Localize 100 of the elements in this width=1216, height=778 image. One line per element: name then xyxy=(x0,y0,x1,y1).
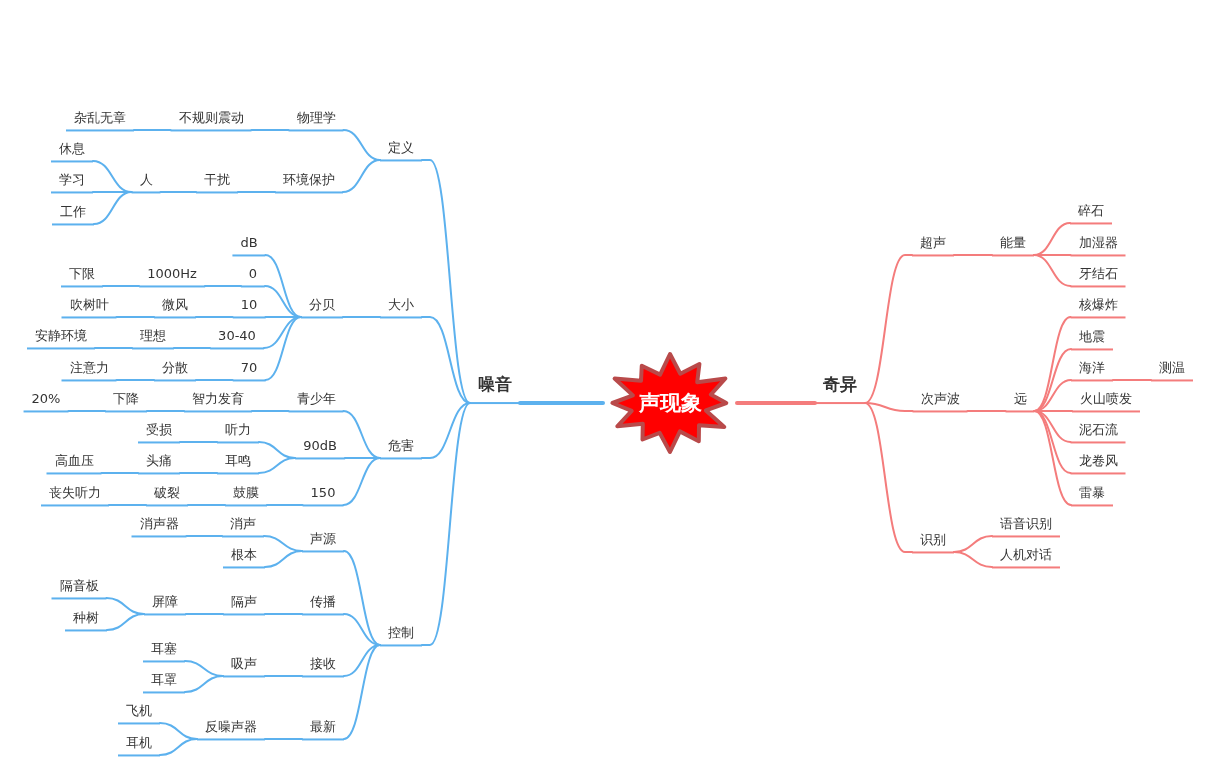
subtopic: 下限 xyxy=(61,265,103,287)
subtopic: 传播 xyxy=(302,593,344,615)
subtopic: 学习 xyxy=(51,171,93,193)
branch-line xyxy=(1033,254,1072,287)
subtopic: 注意力 xyxy=(61,359,117,381)
branch-line xyxy=(1112,379,1152,381)
branch-line xyxy=(187,504,226,506)
branch-line xyxy=(250,129,290,131)
subtopic: 火山喷发 xyxy=(1072,390,1140,412)
subtopic: 鼓膜 xyxy=(225,484,267,506)
subtopic: 吹树叶 xyxy=(61,296,117,318)
subtopic: 大小 xyxy=(380,296,422,318)
main-topic: 噪音 xyxy=(470,373,520,404)
branch-line xyxy=(108,504,147,506)
subtopic: 听力 xyxy=(217,421,259,443)
branch-line xyxy=(146,410,185,412)
subtopic: 吸声 xyxy=(223,655,265,677)
subtopic: 种树 xyxy=(65,609,107,631)
branch-line xyxy=(195,316,234,318)
branch-line xyxy=(263,316,302,349)
subtopic: 识别 xyxy=(912,531,954,553)
branch-line xyxy=(106,613,145,631)
branch-line xyxy=(133,129,172,131)
subtopic: 语音识别 xyxy=(992,515,1060,537)
subtopic: 定义 xyxy=(380,139,422,161)
subtopic: 核爆炸 xyxy=(1070,296,1126,318)
subtopic: 丧失听力 xyxy=(41,484,109,506)
branch-line xyxy=(966,410,1007,412)
subtopic: 雷暴 xyxy=(1071,484,1113,506)
branch-line xyxy=(159,738,198,756)
branch-line xyxy=(953,551,993,568)
subtopic: 安静环境 xyxy=(27,327,95,349)
subtopic: 150 xyxy=(302,484,344,506)
subtopic: 消声器 xyxy=(131,515,187,537)
subtopic: 耳机 xyxy=(118,734,160,756)
branch-line xyxy=(185,613,224,615)
branch-line xyxy=(179,472,218,474)
branch-line xyxy=(93,191,133,225)
subtopic: 分散 xyxy=(154,359,196,381)
subtopic: 微风 xyxy=(154,296,196,318)
subtopic: 隔音板 xyxy=(51,577,107,599)
branch-line xyxy=(264,738,303,740)
subtopic: 90dB xyxy=(295,437,345,459)
branch-line xyxy=(343,644,381,740)
branch-line xyxy=(185,535,223,537)
subtopic: 牙结石 xyxy=(1070,265,1126,287)
branch-line xyxy=(173,347,211,349)
subtopic: 飞机 xyxy=(118,702,160,724)
subtopic: 龙卷风 xyxy=(1070,452,1126,474)
subtopic: 干扰 xyxy=(196,171,238,193)
subtopic: 杂乱无章 xyxy=(66,109,134,131)
branch-line xyxy=(204,285,242,287)
subtopic: 次声波 xyxy=(912,390,968,412)
branch-line xyxy=(421,316,471,404)
branch-line xyxy=(115,316,155,318)
branch-line xyxy=(237,191,276,193)
branch-line xyxy=(342,316,381,318)
branch-line xyxy=(94,347,133,349)
branch-line xyxy=(953,254,993,256)
branch-line xyxy=(264,550,303,568)
branch-line xyxy=(264,675,303,677)
subtopic: 下降 xyxy=(105,390,147,412)
subtopic: 不规则震动 xyxy=(170,109,252,131)
subtopic: 隔声 xyxy=(223,593,265,615)
subtopic: 理想 xyxy=(132,327,174,349)
branch-line xyxy=(179,441,218,443)
subtopic: 0 xyxy=(240,265,266,287)
branch-line xyxy=(258,457,296,474)
subtopic: 物理学 xyxy=(288,109,344,131)
subtopic: 地震 xyxy=(1071,328,1113,350)
branch-line xyxy=(266,504,304,506)
subtopic: 头痛 xyxy=(138,452,180,474)
subtopic: 1000Hz xyxy=(139,265,205,287)
subtopic: 青少年 xyxy=(288,390,344,412)
branch-line xyxy=(864,402,914,412)
branch-line xyxy=(251,410,290,412)
branch-line xyxy=(343,550,381,646)
subtopic: 超声 xyxy=(912,234,954,256)
subtopic: 20% xyxy=(23,390,69,412)
subtopic: 智力发育 xyxy=(184,390,252,412)
subtopic: 高血压 xyxy=(46,452,102,474)
subtopic: 人 xyxy=(131,171,161,193)
subtopic: 屏障 xyxy=(144,593,186,615)
branch-line xyxy=(264,316,302,381)
branch-line xyxy=(67,410,106,412)
subtopic: 耳塞 xyxy=(143,640,185,662)
subtopic: 泥石流 xyxy=(1070,421,1126,443)
branch-line xyxy=(264,613,303,615)
branch-line xyxy=(115,379,155,381)
subtopic: 远 xyxy=(1005,390,1035,412)
branch-line xyxy=(343,644,381,677)
subtopic: 测温 xyxy=(1151,359,1193,381)
subtopic: 70 xyxy=(232,359,266,381)
branch-line xyxy=(184,675,224,693)
subtopic: 声源 xyxy=(302,530,344,552)
subtopic: 危害 xyxy=(380,437,422,459)
branch-line xyxy=(735,401,817,405)
branch-line xyxy=(342,457,381,506)
subtopic: 消声 xyxy=(222,515,264,537)
main-topic: 奇异 xyxy=(815,373,865,404)
